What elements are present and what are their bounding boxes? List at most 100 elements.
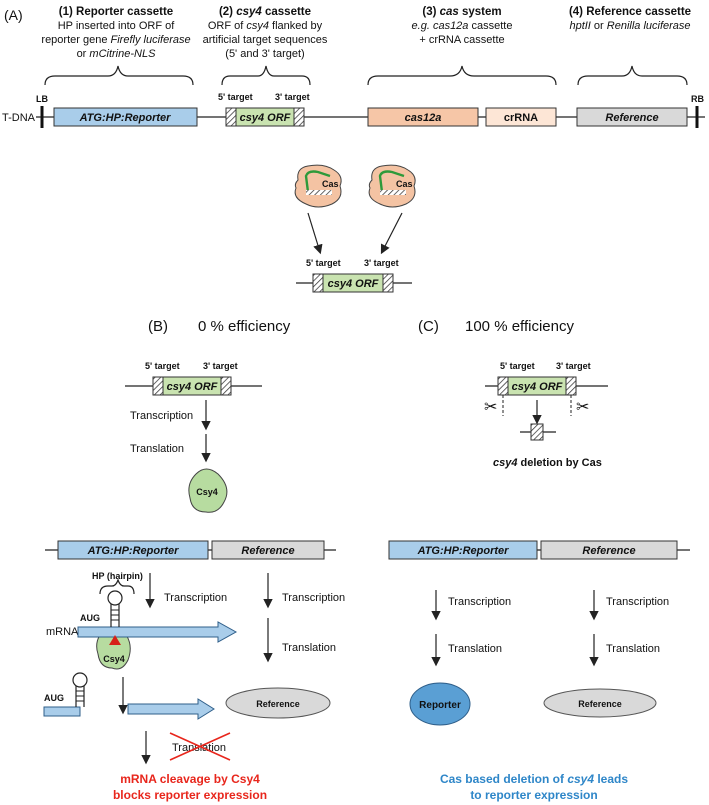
cas-left-label: Cas	[322, 179, 339, 189]
reference-cassette-title: (4) Reference cassette	[569, 6, 691, 18]
b-transcription: Transcription	[130, 410, 193, 422]
panel-b-title: 0 % efficiency	[198, 318, 291, 335]
reference-cassette-desc1: hptII or Renilla luciferase	[569, 20, 690, 32]
a-csy4-orf-label: csy4 ORF	[240, 112, 291, 124]
b-reporter-box	[57, 540, 209, 560]
c-five-target: 5' target	[500, 361, 535, 371]
c-reporter-label: ATG:HP:Reporter	[417, 545, 510, 557]
reporter-brace	[44, 65, 194, 86]
csy4-cassette-desc2: artificial target sequences	[203, 34, 328, 46]
cas-system-title: (3) cas system	[422, 6, 501, 18]
b-conclusion1: mRNA cleavage by Csy4	[120, 772, 260, 786]
b-mrna-arrow	[77, 621, 238, 643]
cas-five-hatch	[312, 273, 324, 293]
b-cross-line2	[169, 732, 231, 761]
reporter-cassette-desc2: reporter gene Firefly luciferase	[41, 34, 190, 46]
b-csy4-protein	[188, 468, 228, 513]
reference-box	[576, 107, 688, 127]
panel-c-title: 100 % efficiency	[465, 318, 574, 335]
c-reference-box	[540, 540, 678, 560]
a-three-target-hatch	[293, 107, 305, 127]
c-deleted-target	[530, 423, 544, 441]
rb-label: RB	[691, 94, 704, 104]
cas-left-arrow	[307, 212, 323, 255]
b-orf-label: csy4 ORF	[167, 381, 218, 393]
scissors-right-icon: ✂	[576, 399, 589, 416]
b-reference-protein-label: Reference	[256, 699, 300, 709]
scissors-left-icon: ✂	[484, 399, 497, 416]
b-cleaved-3prime	[127, 698, 215, 720]
reference-box-label: Reference	[605, 112, 658, 124]
b-hp-brace	[99, 578, 135, 595]
cas-brace	[367, 65, 557, 86]
c-reporter-protein-label: Reporter	[419, 700, 461, 711]
b-aug1: AUG	[80, 613, 100, 623]
b-three-hatch	[220, 376, 232, 396]
tdna-label: T-DNA	[2, 112, 36, 124]
c-translation1: Translation	[448, 643, 502, 655]
csy4-cassette-desc3: (5' and 3' target)	[225, 48, 304, 60]
panel-a-label: (A)	[4, 7, 23, 23]
c-reference-protein	[543, 688, 657, 718]
cas-system-desc: (3) cas system e.g. cas12a cassette + cr…	[412, 6, 513, 46]
a-five-target-hatch	[225, 107, 237, 127]
csy4-cassette-desc1: ORF of csy4 flanked by	[208, 20, 323, 32]
b-csy4-bound-label: Csy4	[103, 654, 125, 664]
reference-brace	[577, 65, 688, 86]
csy4-brace	[221, 65, 311, 86]
b-five-hatch	[152, 376, 164, 396]
cas-right-label: Cas	[396, 179, 413, 189]
reporter-box-label: ATG:HP:Reporter	[79, 112, 172, 124]
b-csy4-protein-label: Csy4	[196, 487, 218, 497]
c-reference-label: Reference	[582, 545, 635, 557]
cas-five-target: 5' target	[306, 258, 341, 268]
reporter-cassette-title: (1) Reporter cassette	[59, 6, 173, 18]
cas-system-desc1: e.g. cas12a cassette	[412, 20, 513, 32]
reporter-cassette-desc: (1) Reporter cassette HP inserted into O…	[41, 6, 190, 60]
c-conclusion1: Cas based deletion of csy4 leads	[440, 772, 628, 786]
crrna-label: crRNA	[504, 112, 538, 124]
b-conclusion2: blocks reporter expression	[113, 788, 267, 802]
c-orf-label: csy4 ORF	[512, 381, 563, 393]
b-reference-protein	[225, 687, 331, 719]
c-translation2: Translation	[606, 643, 660, 655]
crrna-box	[485, 107, 557, 127]
c-five-hatch	[497, 376, 509, 396]
cas-three-hatch	[382, 273, 394, 293]
reference-cassette-desc: (4) Reference cassette hptII or Renilla …	[569, 6, 691, 32]
c-conclusion2: to reporter expression	[470, 788, 597, 802]
b-translation2: Translation	[282, 642, 336, 654]
b-transcription2: Transcription	[164, 592, 227, 604]
reporter-box	[53, 107, 198, 127]
b-cleaved-5prime	[43, 706, 81, 717]
b-reporter-label: ATG:HP:Reporter	[87, 545, 180, 557]
cas-orf-label: csy4 ORF	[328, 278, 379, 290]
reporter-cassette-desc1: HP inserted into ORF of	[58, 20, 176, 32]
cas12a-box	[367, 107, 479, 127]
b-cleavage-triangle	[109, 635, 121, 645]
b-reference-box	[211, 540, 325, 560]
b-transcription3: Transcription	[282, 592, 345, 604]
a-five-target: 5' target	[218, 92, 253, 102]
b-aug2: AUG	[44, 693, 64, 703]
c-reporter-box	[388, 540, 538, 560]
c-three-hatch	[565, 376, 577, 396]
cas-right-arrow	[380, 212, 403, 255]
b-hairpin	[107, 590, 123, 627]
b-cleaved-hairpin	[72, 672, 88, 707]
reporter-cassette-desc3: or mCitrine-NLS	[77, 48, 157, 60]
b-five-target: 5' target	[145, 361, 180, 371]
cas-system-desc2: + crRNA cassette	[419, 34, 504, 46]
b-reference-label: Reference	[241, 545, 294, 557]
csy4-cassette-title: (2) csy4 cassette	[219, 6, 311, 18]
c-reporter-protein	[409, 682, 471, 726]
b-three-target: 3' target	[203, 361, 238, 371]
c-deletion-text: csy4 deletion by Cas	[493, 457, 602, 469]
cas-complex-right: Cas	[368, 164, 416, 208]
panel-c-label: (C)	[418, 318, 439, 335]
c-reference-protein-label: Reference	[578, 699, 622, 709]
cas-complex-left: Cas	[294, 164, 342, 208]
b-translation-crossed: Translation	[172, 742, 226, 754]
c-transcription1: Transcription	[448, 596, 511, 608]
